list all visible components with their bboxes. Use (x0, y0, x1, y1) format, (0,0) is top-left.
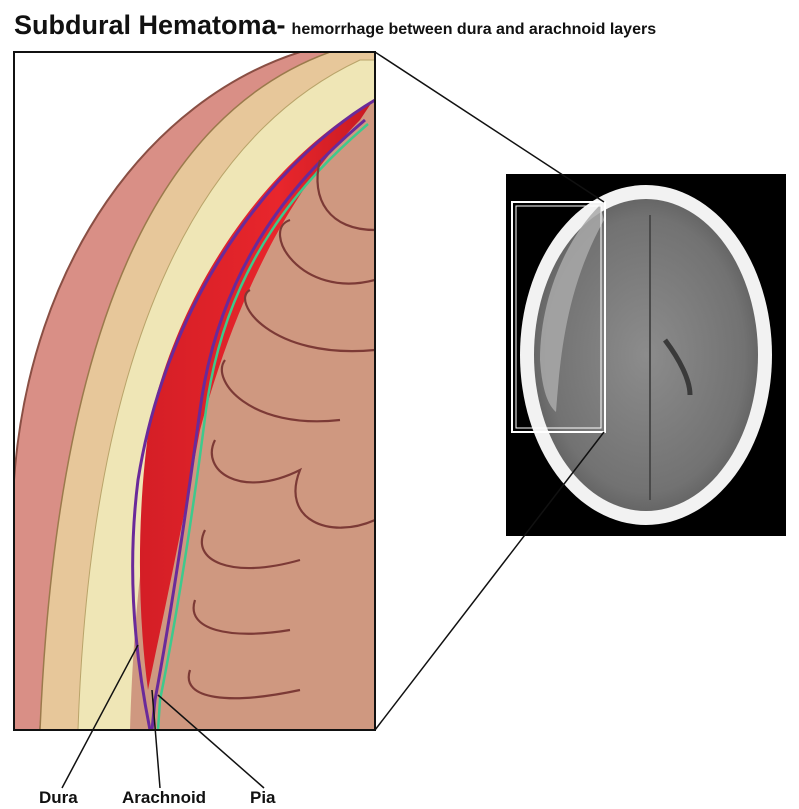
anatomy-illustration (14, 52, 375, 730)
label-dura: Dura (39, 788, 78, 808)
connector-top (375, 52, 604, 202)
ct-brain (534, 199, 758, 511)
ct-scan (506, 174, 786, 536)
label-pia: Pia (250, 788, 276, 808)
label-arachnoid: Arachnoid (122, 788, 206, 808)
connector-bottom (375, 432, 604, 730)
